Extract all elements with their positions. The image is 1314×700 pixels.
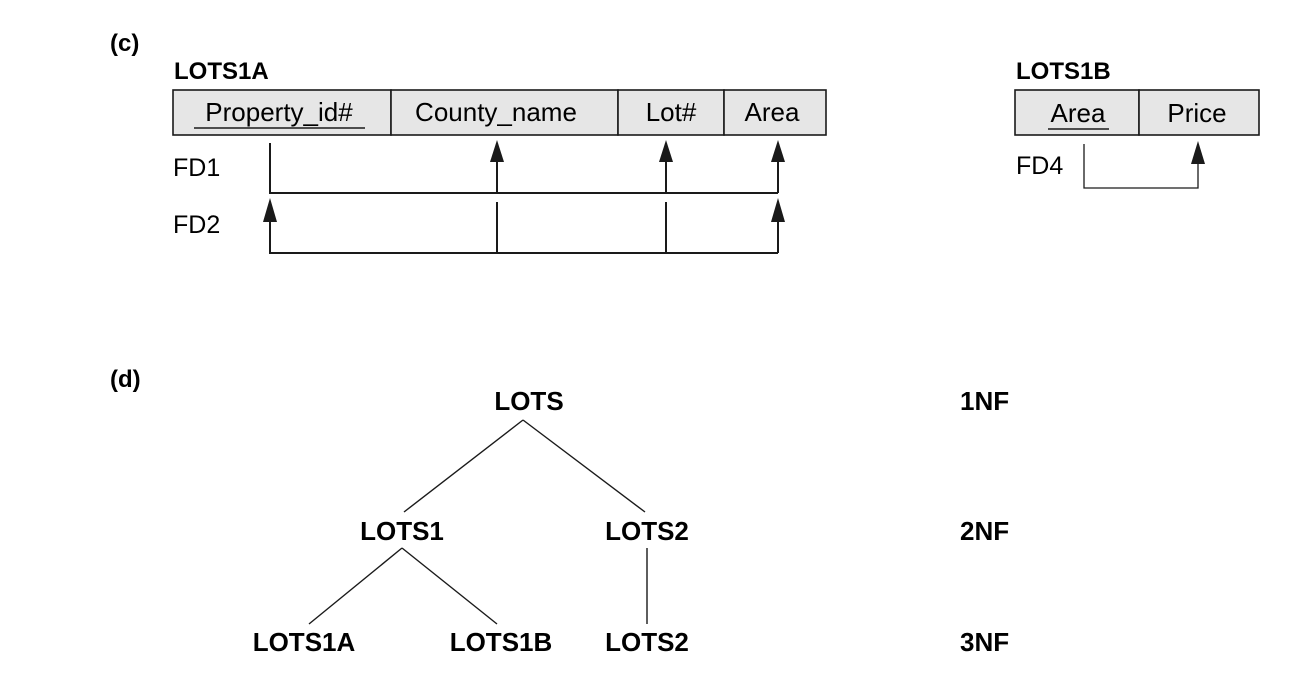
- lots1b-attr-price: Price: [1167, 98, 1226, 128]
- fd2-label: FD2: [173, 211, 220, 239]
- normalization-tree-edges: [308, 419, 648, 625]
- lots1b-cell-price: [1138, 89, 1260, 136]
- node-lots: LOTS: [494, 386, 563, 416]
- fd2-arrowheads: [263, 198, 785, 222]
- node-lots1a: LOTS1A: [253, 627, 356, 657]
- fd1-arrowhead-lot: [659, 140, 673, 162]
- fd1-arrowhead-area: [771, 140, 785, 162]
- lots1a-attr-property-id: Property_id#: [205, 97, 353, 127]
- fd4-arrowhead-price: [1191, 141, 1205, 164]
- node-lots1b: LOTS1B: [450, 627, 553, 657]
- lots1a-table: Property_id# County_name Lot# Area: [172, 89, 827, 136]
- lots1a-attr-county-name: County_name: [415, 97, 577, 127]
- lots1b-table: Area Price: [1014, 89, 1260, 136]
- fd4-arrow: [1083, 141, 1205, 189]
- fd2-arrowhead-property-id: [263, 198, 277, 222]
- lots1a-cell-area: [723, 89, 827, 136]
- fd1-label: FD1: [173, 154, 220, 182]
- lots1a-cell-lot: [617, 89, 725, 136]
- fd2-arrows: [269, 202, 779, 254]
- lots1a-title: LOTS1A: [174, 58, 269, 85]
- level-1nf: 1NF: [960, 386, 1009, 416]
- node-lots1: LOTS1: [360, 516, 444, 546]
- lots1a-attr-area: Area: [745, 97, 800, 127]
- node-lots2: LOTS2: [605, 516, 689, 546]
- lots1b-title: LOTS1B: [1016, 58, 1111, 85]
- level-2nf: 2NF: [960, 516, 1009, 546]
- part-c-label: (c): [110, 30, 139, 57]
- node-lots2-3nf: LOTS2: [605, 627, 689, 657]
- level-3nf: 3NF: [960, 627, 1009, 657]
- lots1b-attr-area: Area: [1051, 98, 1106, 128]
- fd1-arrows: [269, 143, 779, 194]
- fd4-label: FD4: [1016, 152, 1063, 180]
- fd2-arrowhead-area: [771, 198, 785, 222]
- fd1-arrowhead-county-name: [490, 140, 504, 162]
- lots1a-attr-lot: Lot#: [646, 97, 697, 127]
- lots1b-cell-area: [1014, 89, 1140, 136]
- fd1-arrowheads: [490, 140, 785, 162]
- lots1a-cell-county-name: [390, 89, 619, 136]
- part-d-label: (d): [110, 366, 141, 393]
